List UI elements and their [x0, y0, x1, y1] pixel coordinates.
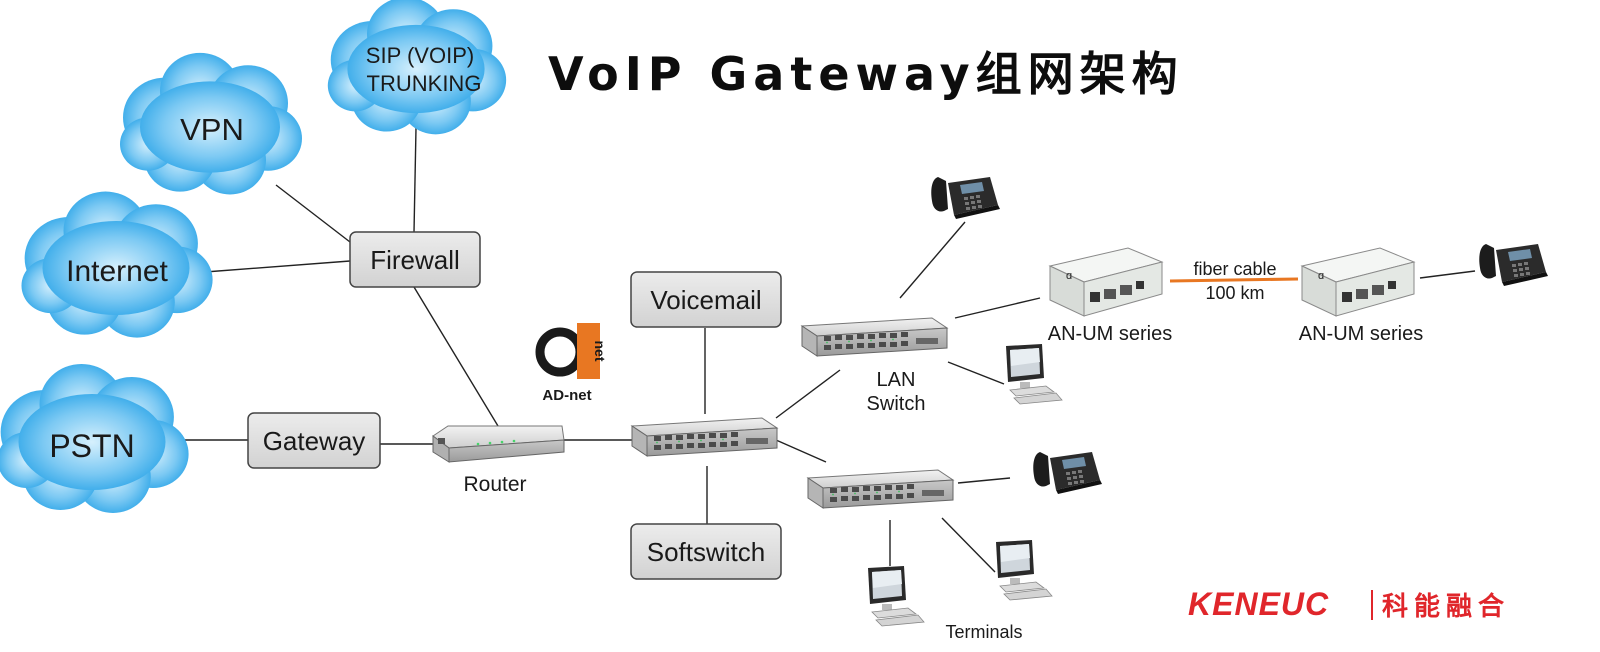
terminal-switch [807, 469, 954, 509]
fiber-cable-line [1169, 277, 1299, 283]
fiber-cable-label: fiber cable [1193, 259, 1276, 279]
gateway-label: Gateway [263, 426, 366, 456]
pstn-label: PSTN [49, 428, 134, 464]
adnet-logo-mark: net [592, 341, 608, 362]
sip-trunking-label-line2: TRUNKING [367, 71, 482, 96]
gateway-box: Gateway [247, 412, 381, 469]
router-label: Router [463, 473, 526, 496]
core-switch [631, 417, 778, 457]
internet-label: Internet [66, 255, 168, 288]
router-device [432, 425, 565, 463]
an-um-series-label-right: AN-UM series [1299, 323, 1423, 345]
an-um-series-label-left: AN-UM series [1048, 323, 1172, 345]
connection-lines [180, 127, 1476, 573]
media-converter-left [1049, 247, 1163, 317]
keneuc-brand-logo: KENEUC 科能融合 [1188, 586, 1510, 622]
adnet-logo: net [535, 323, 608, 379]
firewall-label: Firewall [370, 245, 460, 275]
vpn-label: VPN [180, 112, 244, 147]
fiber-distance-label: 100 km [1205, 283, 1264, 303]
computer-icon [1005, 343, 1063, 405]
computer-icon [867, 565, 925, 627]
lan-switch-label-line1: LAN [877, 369, 916, 391]
adnet-label: AD-net [542, 387, 591, 404]
ip-phone-icon [1033, 452, 1102, 494]
sip-trunking-label-line1: SIP (VOIP) [366, 43, 474, 68]
terminals-label: Terminals [945, 622, 1022, 642]
brand-cn: 科能融合 [1382, 591, 1510, 621]
page-title: VoIP Gateway组网架构 [548, 47, 1184, 101]
media-converter-right [1301, 247, 1415, 317]
firewall-box: Firewall [349, 231, 481, 288]
lan-switch [801, 317, 948, 357]
computer-icon [995, 539, 1053, 601]
ip-phone-icon [931, 177, 1000, 219]
softswitch-label: Softswitch [647, 537, 766, 567]
softswitch-box: Softswitch [630, 523, 782, 580]
voicemail-box: Voicemail [630, 271, 782, 328]
lan-switch-label-line2: Switch [867, 393, 926, 415]
voicemail-label: Voicemail [650, 285, 761, 315]
ip-phone-icon [1479, 244, 1548, 286]
brand-name: KENEUC [1188, 586, 1329, 622]
